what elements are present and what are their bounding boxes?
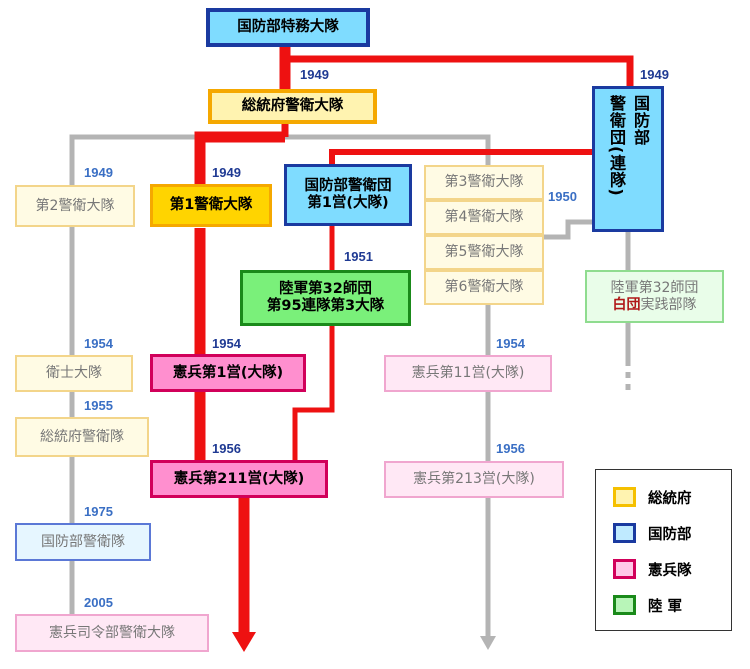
node-defense-guard-regiment-1: 国防部警衛団 第1営(大隊) [284, 164, 412, 226]
node-guard-5-label: 第5警衛大隊 [444, 244, 524, 260]
legend-swatch-army [613, 595, 636, 615]
node-presidential-guard-battalion-label: 総統府警衛大隊 [241, 98, 344, 114]
node-army32-95th: 陸軍第32師団 第95連隊第3大隊 [240, 270, 411, 326]
node-defense-guard-regiment-vertical-col2: 国防部 [631, 95, 650, 146]
year-1954-left: 1954 [84, 336, 113, 351]
node-mp-1: 憲兵第1営(大隊) [150, 354, 306, 392]
node-mp-hq-guard: 憲兵司令部警衛大隊 [15, 614, 209, 652]
node-army32-95th-line2: 第95連隊第3大隊 [266, 298, 385, 314]
year-1956-mid: 1956 [212, 441, 241, 456]
node-special-forces-label: 国防部特務大隊 [237, 19, 339, 35]
legend-swatch-president [613, 487, 636, 507]
legend-row-mp: 憲兵隊 [613, 556, 692, 582]
node-army32-white-line2: 白団実践部隊 [613, 297, 697, 314]
year-1975: 1975 [84, 504, 113, 519]
practice-unit-label: 実践部隊 [640, 296, 697, 313]
gray-arrowhead-bottom [480, 636, 496, 650]
year-1949-mid: 1949 [212, 165, 241, 180]
node-guard-2: 第2警衛大隊 [15, 185, 135, 227]
node-mp-213-label: 憲兵第213営(大隊) [413, 471, 535, 487]
node-guard-2-label: 第2警衛大隊 [35, 197, 115, 214]
node-special-forces: 国防部特務大隊 [206, 8, 370, 47]
year-1956-right: 1956 [496, 441, 525, 456]
year-1955: 1955 [84, 398, 113, 413]
red-line-to-defense [285, 55, 634, 90]
year-2005: 2005 [84, 595, 113, 610]
year-1949-right: 1949 [640, 67, 669, 82]
year-1949-top: 1949 [300, 67, 329, 82]
node-presidential-guard-1955: 総統府警衛隊 [15, 417, 149, 457]
red-line-to-guard1 [194, 131, 285, 184]
legend-label-army: 陸 軍 [648, 598, 683, 615]
node-mp-11: 憲兵第11営(大隊) [384, 355, 552, 392]
node-presidential-guard-1955-label: 総統府警衛隊 [40, 428, 124, 445]
legend-swatch-mp [613, 559, 636, 579]
node-guard-3: 第3警衛大隊 [424, 165, 544, 200]
node-guard-5: 第5警衛大隊 [424, 235, 544, 270]
gray-line-1950-arrow [543, 219, 592, 240]
white-group-label: 白団 [612, 296, 641, 313]
node-mp-211-label: 憲兵第211営(大隊) [173, 470, 305, 487]
legend-label-defense: 国防部 [648, 526, 692, 543]
node-defense-guard-1975: 国防部警衛隊 [15, 523, 151, 561]
legend-label-mp: 憲兵隊 [648, 562, 692, 579]
node-army32-white-line1: 陸軍第32師団 [610, 279, 699, 296]
node-mp-211: 憲兵第211営(大隊) [150, 460, 328, 498]
node-honor-guard-label: 衛士大隊 [46, 365, 102, 381]
legend-row-army: 陸 軍 [613, 592, 682, 618]
legend: 総統府 国防部 憲兵隊 陸 軍 [595, 469, 732, 631]
node-guard-1-label: 第1警衛大隊 [169, 197, 253, 213]
node-army32-white-group: 陸軍第32師団 白団実践部隊 [585, 270, 724, 323]
year-1949-left: 1949 [84, 165, 113, 180]
node-mp-213: 憲兵第213営(大隊) [384, 461, 564, 498]
red-line-army32-to-mp211 [292, 326, 335, 460]
node-guard-3-label: 第3警衛大隊 [444, 174, 524, 190]
node-guard-4: 第4警衛大隊 [424, 200, 544, 235]
node-defense-guard-regiment-1-line1: 国防部警衛団 [304, 178, 392, 194]
node-defense-guard-1975-label: 国防部警衛隊 [41, 533, 125, 550]
red-line-to-defense-regiment [329, 149, 592, 164]
legend-label-president: 総統府 [648, 490, 692, 507]
year-1951: 1951 [344, 249, 373, 264]
node-army32-95th-line1: 陸軍第32師団 [279, 281, 372, 297]
node-defense-guard-regiment-vertical-col1: 警衛団(連隊) [607, 95, 626, 197]
node-defense-guard-regiment-1-line2: 第1営(大隊) [307, 195, 389, 211]
node-defense-guard-regiment-vertical: 警衛団(連隊) 国防部 [592, 86, 664, 232]
year-1954-mid: 1954 [212, 336, 241, 351]
legend-swatch-defense [613, 523, 636, 543]
red-arrowhead-bottom [232, 632, 256, 652]
node-mp-hq-guard-label: 憲兵司令部警衛大隊 [49, 624, 175, 641]
legend-row-president: 総統府 [613, 484, 692, 510]
node-mp-11-label: 憲兵第11営(大隊) [411, 365, 525, 381]
node-presidential-guard-battalion: 総統府警衛大隊 [208, 89, 377, 124]
year-1950: 1950 [548, 189, 577, 204]
node-guard-6: 第6警衛大隊 [424, 270, 544, 305]
node-guard-6-label: 第6警衛大隊 [444, 279, 524, 295]
node-honor-guard: 衛士大隊 [15, 355, 133, 392]
node-guard-1: 第1警衛大隊 [150, 184, 272, 227]
year-1954-right: 1954 [496, 336, 525, 351]
legend-row-defense: 国防部 [613, 520, 692, 546]
node-mp-1-label: 憲兵第1営(大隊) [172, 364, 284, 381]
node-guard-4-label: 第4警衛大隊 [444, 209, 524, 225]
